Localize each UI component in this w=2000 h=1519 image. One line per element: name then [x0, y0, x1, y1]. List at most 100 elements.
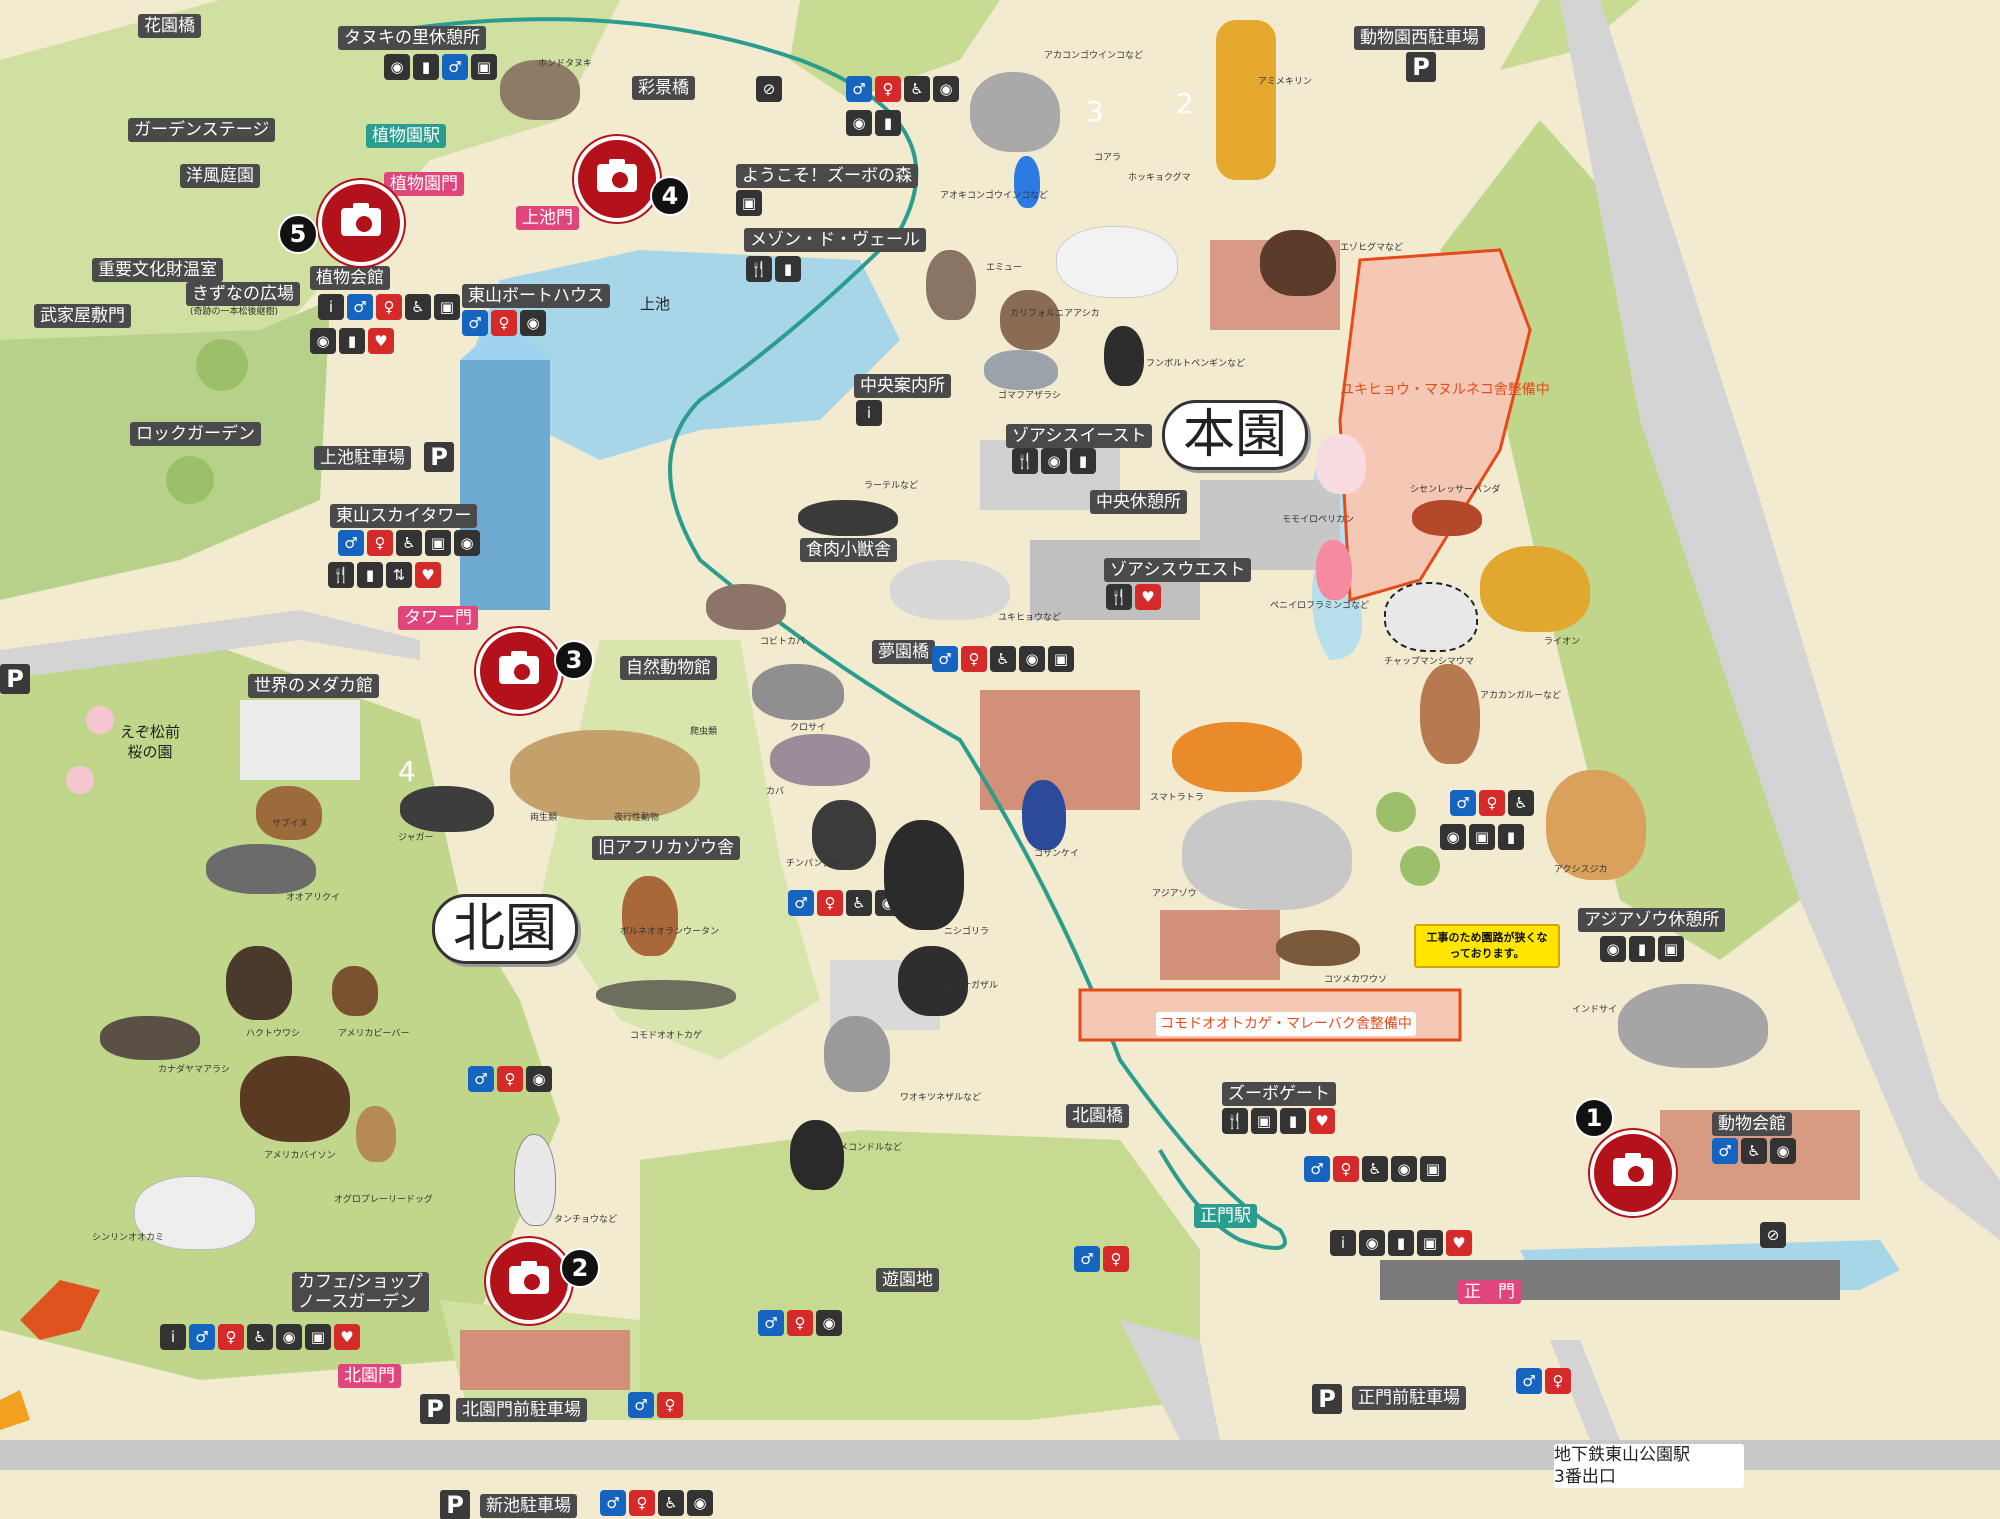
animal-label: コサンケイ — [1034, 849, 1079, 859]
wheelchair-icon: ♿ — [658, 1490, 684, 1516]
baby-icon: ◉ — [310, 328, 336, 354]
photo-spot-number: 2 — [560, 1248, 600, 1288]
label-botanical-gate: 植物園門 — [384, 172, 464, 196]
facility-icons: ♂ ♀ ♿ ◉ ▣ — [1304, 1156, 1446, 1182]
baby-icon: ◉ — [1770, 1138, 1796, 1164]
photo-spot-camera-icon[interactable] — [486, 1238, 572, 1324]
sea-lion-illustration — [1000, 290, 1060, 350]
seal-illustration — [984, 350, 1058, 390]
kangaroo-illustration — [1420, 664, 1480, 764]
info-icon: i — [318, 294, 344, 320]
label-komodo-works: コモドオオトカゲ・マレーバク舎整備中 — [1156, 1012, 1416, 1036]
baby-icon: ◉ — [1359, 1230, 1385, 1256]
hippo-illustration — [770, 734, 870, 786]
drink-icon: ▮ — [357, 562, 383, 588]
label-construction-note: 工事のため園路が狭くなっております。 — [1414, 924, 1560, 968]
facility-icons: ⊘ — [756, 76, 782, 102]
photo-spot-camera-icon[interactable] — [318, 180, 404, 266]
facility-icons: ♂ ♀ ♿ ◉ — [788, 890, 901, 916]
animal-label: インドサイ — [1572, 1005, 1618, 1015]
raccoon-dog-illustration — [500, 60, 580, 120]
toilet-icon: ♂ — [932, 646, 958, 672]
facility-icons: 🍴 ♥ — [1106, 584, 1161, 610]
restaurant-icon: 🍴 — [1106, 584, 1132, 610]
animal-label: アメリカバイソン — [264, 1151, 336, 1161]
animal-label: クロサイ — [790, 723, 827, 733]
label-zoo-hall: 動物会館 — [1712, 1112, 1792, 1136]
smoke-icon: ⊘ — [1760, 1222, 1786, 1248]
animal-label: ジャガー — [398, 833, 434, 843]
label-main-station: 正門駅 — [1194, 1204, 1257, 1228]
label-north-gate: 北園門 — [338, 1364, 401, 1388]
label-tower-gate: タワー門 — [398, 606, 478, 630]
label-main-gate: 正 門 — [1458, 1280, 1521, 1304]
facility-icons: 🍴 ▮ — [746, 256, 801, 282]
aed-icon: ♥ — [1135, 584, 1161, 610]
zone-number: 2 — [1176, 87, 1194, 120]
aed-icon: ♥ — [334, 1324, 360, 1350]
elevator-icon: ⇅ — [386, 562, 412, 588]
lemur-illustration — [824, 1016, 890, 1092]
label-oasis-west: ゾアシスウエスト — [1104, 558, 1252, 582]
label-boathouse: 東山ボートハウス — [462, 284, 610, 308]
snow-leopard-illustration — [890, 560, 1010, 620]
shop-icon: ▣ — [1420, 1156, 1446, 1182]
animal-label: 爬虫類 — [690, 727, 718, 737]
prairie-dog-illustration — [356, 1106, 396, 1162]
restaurant-icon: 🍴 — [1222, 1108, 1248, 1134]
shop-icon: ▣ — [1658, 936, 1684, 962]
animal-label: エミュー — [986, 263, 1023, 273]
aed-icon: ♥ — [415, 562, 441, 588]
animal-label: エゾヒグマなど — [1340, 243, 1404, 253]
toilet-icon: ♂ — [1450, 790, 1476, 816]
toilet-icon: ♀ — [367, 530, 393, 556]
drink-icon: ▮ — [1629, 936, 1655, 962]
wolf-illustration — [134, 1176, 256, 1250]
facility-icons: i ♂ ♀ ♿ ◉ ▣ ♥ — [160, 1324, 360, 1350]
facility-icons: ♂ ♀ ♿ ◉ ▣ — [932, 646, 1074, 672]
toilet-icon: ♂ — [347, 294, 373, 320]
indian-rhino-illustration — [1618, 984, 1768, 1068]
photo-spot-number: 5 — [278, 214, 318, 254]
shop-icon: ▣ — [1048, 646, 1074, 672]
toilet-icon: ♀ — [218, 1324, 244, 1350]
baby-icon: ◉ — [933, 76, 959, 102]
facility-icons: ▣ — [736, 190, 762, 216]
parking-icon: P — [440, 1490, 470, 1519]
label-main-gate-parking: 正門前駐車場 — [1352, 1386, 1466, 1410]
baby-icon: ◉ — [1440, 824, 1466, 850]
toilet-icon: ♂ — [758, 1310, 784, 1336]
label-kizuna: きずなの広場 — [186, 282, 300, 306]
parking-icon: P — [1406, 52, 1436, 82]
wheelchair-icon: ♿ — [904, 76, 930, 102]
label-medaka: 世界のメダカ館 — [248, 674, 379, 698]
porcupine-illustration — [100, 1016, 200, 1060]
tiger-illustration — [1172, 722, 1302, 792]
animal-label: ワオキツネザルなど — [900, 1093, 982, 1103]
photo-spot-camera-icon[interactable] — [476, 628, 562, 714]
animal-label: ライオン — [1544, 637, 1581, 647]
gorilla-illustration — [884, 820, 964, 930]
animal-label: コツメカワウソ — [1324, 975, 1388, 985]
gibbon-illustration — [898, 946, 968, 1016]
komodo-illustration — [596, 980, 736, 1010]
baby-icon: ◉ — [1600, 936, 1626, 962]
red-panda-illustration — [1412, 500, 1482, 536]
wheelchair-icon: ♿ — [846, 890, 872, 916]
photo-spot-number: 3 — [554, 640, 594, 680]
toilet-icon: ♀ — [657, 1392, 683, 1418]
label-info-center: 中央案内所 — [854, 374, 951, 398]
wheelchair-icon: ♿ — [396, 530, 422, 556]
animal-label: シセンレッサーパンダ — [1410, 485, 1501, 495]
toilet-icon: ♀ — [629, 1490, 655, 1516]
photo-spot-camera-icon[interactable] — [574, 136, 660, 222]
toilet-icon: ♀ — [497, 1066, 523, 1092]
photo-spot-camera-icon[interactable] — [1590, 1130, 1676, 1216]
label-kamiike: 上池 — [640, 295, 671, 313]
toilet-icon: ♂ — [600, 1490, 626, 1516]
pygmy-hippo-illustration — [706, 584, 786, 630]
shop-icon: ▣ — [736, 190, 762, 216]
drink-icon: ▮ — [1498, 824, 1524, 850]
reptiles-illustration — [510, 730, 700, 820]
label-botanical-station: 植物園駅 — [366, 124, 446, 148]
